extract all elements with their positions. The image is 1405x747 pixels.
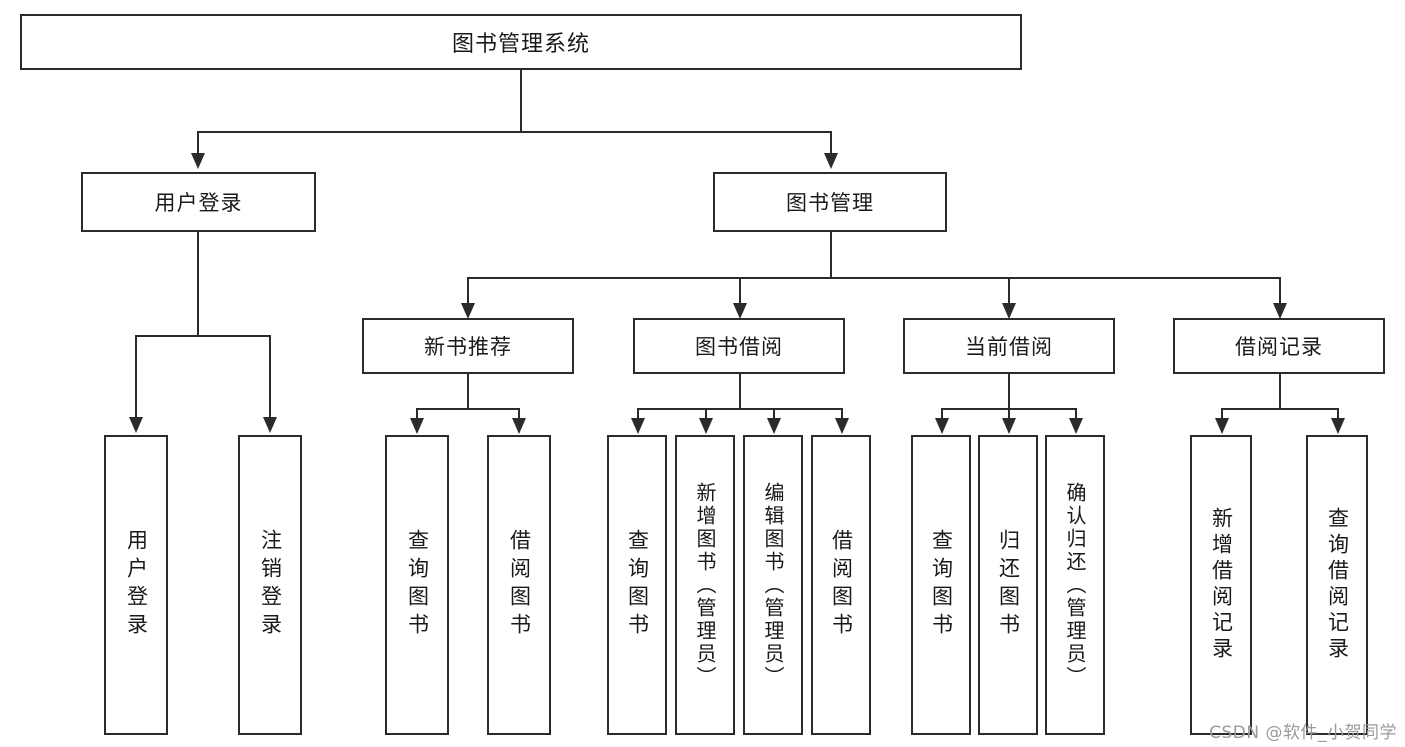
- node-new-book-rec[interactable]: 新书推荐: [362, 318, 574, 374]
- leaf-borrow-book-1[interactable]: 借阅图书: [487, 435, 551, 735]
- node-label: 查询借阅记录: [1325, 507, 1350, 663]
- edge-bm-drop-1: [467, 277, 469, 305]
- edge-br-bus: [1221, 408, 1339, 410]
- node-label: 图书管理: [786, 191, 874, 215]
- edge-root-to-book-manage: [830, 131, 832, 155]
- edge-nbr-drop-2: [518, 408, 520, 420]
- arrowhead-leaf-add-book: [699, 418, 713, 434]
- leaf-return-book[interactable]: 归还图书: [978, 435, 1038, 735]
- arrowhead-new-book-rec: [461, 303, 475, 319]
- leaf-edit-book[interactable]: 编辑图书（管理员）: [743, 435, 803, 735]
- node-label: 确认归还（管理员）: [1063, 481, 1087, 689]
- node-label: 当前借阅: [965, 335, 1053, 359]
- edge-cb-stem: [1008, 374, 1010, 409]
- leaf-confirm-return[interactable]: 确认归还（管理员）: [1045, 435, 1105, 735]
- edge-cb-drop-2: [1008, 408, 1010, 420]
- node-label: 图书管理系统: [451, 32, 590, 57]
- node-borrow-record[interactable]: 借阅记录: [1173, 318, 1385, 374]
- edge-nbr-bus: [416, 408, 520, 410]
- edge-br-stem: [1279, 374, 1281, 409]
- node-user-login[interactable]: 用户登录: [81, 172, 316, 232]
- edge-cb-drop-1: [941, 408, 943, 420]
- edge-bm-drop-4: [1279, 277, 1281, 305]
- arrowhead-leaf-user-login: [129, 417, 143, 433]
- node-label: 归还图书: [996, 529, 1021, 641]
- arrowhead-book-borrow: [733, 303, 747, 319]
- edge-bb-stem: [739, 374, 741, 409]
- node-book-borrow[interactable]: 图书借阅: [633, 318, 845, 374]
- arrowhead-leaf-query-book-2: [631, 418, 645, 434]
- node-label: 借阅图书: [507, 529, 532, 641]
- leaf-add-record[interactable]: 新增借阅记录: [1190, 435, 1252, 735]
- edge-book-manage-bus: [467, 277, 1281, 279]
- edge-br-drop-1: [1221, 408, 1223, 420]
- arrowhead-leaf-logout: [263, 417, 277, 433]
- node-book-management-system[interactable]: 图书管理系统: [20, 14, 1022, 70]
- edge-book-manage-stem: [830, 232, 832, 278]
- node-label: 用户登录: [124, 529, 149, 641]
- leaf-query-book-3[interactable]: 查询图书: [911, 435, 971, 735]
- edge-bb-drop-2: [705, 408, 707, 420]
- node-label: 查询图书: [405, 529, 430, 641]
- edge-nbr-stem: [467, 374, 469, 409]
- node-label: 借阅图书: [829, 529, 854, 641]
- edge-bb-bus: [637, 408, 843, 410]
- edge-root-stem: [520, 70, 522, 132]
- csdn-watermark: CSDN @软件_小贺同学: [1209, 723, 1397, 743]
- edge-bb-drop-1: [637, 408, 639, 420]
- node-label: 编辑图书（管理员）: [761, 481, 785, 689]
- node-book-manage[interactable]: 图书管理: [713, 172, 947, 232]
- edge-cb-drop-3: [1075, 408, 1077, 420]
- leaf-logout[interactable]: 注销登录: [238, 435, 302, 735]
- arrowhead-leaf-query-record: [1331, 418, 1345, 434]
- node-label: 借阅记录: [1235, 335, 1323, 359]
- leaf-query-book-2[interactable]: 查询图书: [607, 435, 667, 735]
- node-label: 注销登录: [258, 529, 283, 641]
- node-label: 图书借阅: [695, 335, 783, 359]
- leaf-borrow-book-2[interactable]: 借阅图书: [811, 435, 871, 735]
- node-current-borrow[interactable]: 当前借阅: [903, 318, 1115, 374]
- edge-bb-drop-3: [773, 408, 775, 420]
- arrowhead-leaf-borrow-book-1: [512, 418, 526, 434]
- arrowhead-current-borrow: [1002, 303, 1016, 319]
- edge-bm-drop-2: [739, 277, 741, 305]
- leaf-query-record[interactable]: 查询借阅记录: [1306, 435, 1368, 735]
- arrowhead-leaf-confirm-return: [1069, 418, 1083, 434]
- node-label: 用户登录: [154, 191, 243, 215]
- edge-nbr-drop-1: [416, 408, 418, 420]
- node-label: 查询图书: [929, 529, 954, 641]
- arrowhead-borrow-record: [1273, 303, 1287, 319]
- arrowhead-user-login: [191, 153, 205, 169]
- edge-root-to-user-login: [197, 131, 199, 155]
- edge-user-login-drop-2: [269, 335, 271, 419]
- leaf-add-book[interactable]: 新增图书（管理员）: [675, 435, 735, 735]
- arrowhead-leaf-borrow-book-2: [835, 418, 849, 434]
- leaf-query-book-1[interactable]: 查询图书: [385, 435, 449, 735]
- arrowhead-leaf-query-book-1: [410, 418, 424, 434]
- edge-bm-drop-3: [1008, 277, 1010, 305]
- edge-user-login-drop-1: [135, 335, 137, 419]
- arrowhead-leaf-query-book-3: [935, 418, 949, 434]
- arrowhead-leaf-return-book: [1002, 418, 1016, 434]
- node-label: 新书推荐: [424, 335, 512, 359]
- edge-br-drop-2: [1337, 408, 1339, 420]
- edge-user-login-stem: [197, 232, 199, 336]
- arrowhead-leaf-edit-book: [767, 418, 781, 434]
- edge-user-login-bus: [135, 335, 271, 337]
- edge-bb-drop-4: [841, 408, 843, 420]
- edge-root-bus: [197, 131, 832, 133]
- node-label: 新增图书（管理员）: [693, 481, 717, 689]
- node-label: 查询图书: [625, 529, 650, 641]
- arrowhead-leaf-add-record: [1215, 418, 1229, 434]
- arrowhead-book-manage: [824, 153, 838, 169]
- leaf-user-login[interactable]: 用户登录: [104, 435, 168, 735]
- node-label: 新增借阅记录: [1209, 507, 1234, 663]
